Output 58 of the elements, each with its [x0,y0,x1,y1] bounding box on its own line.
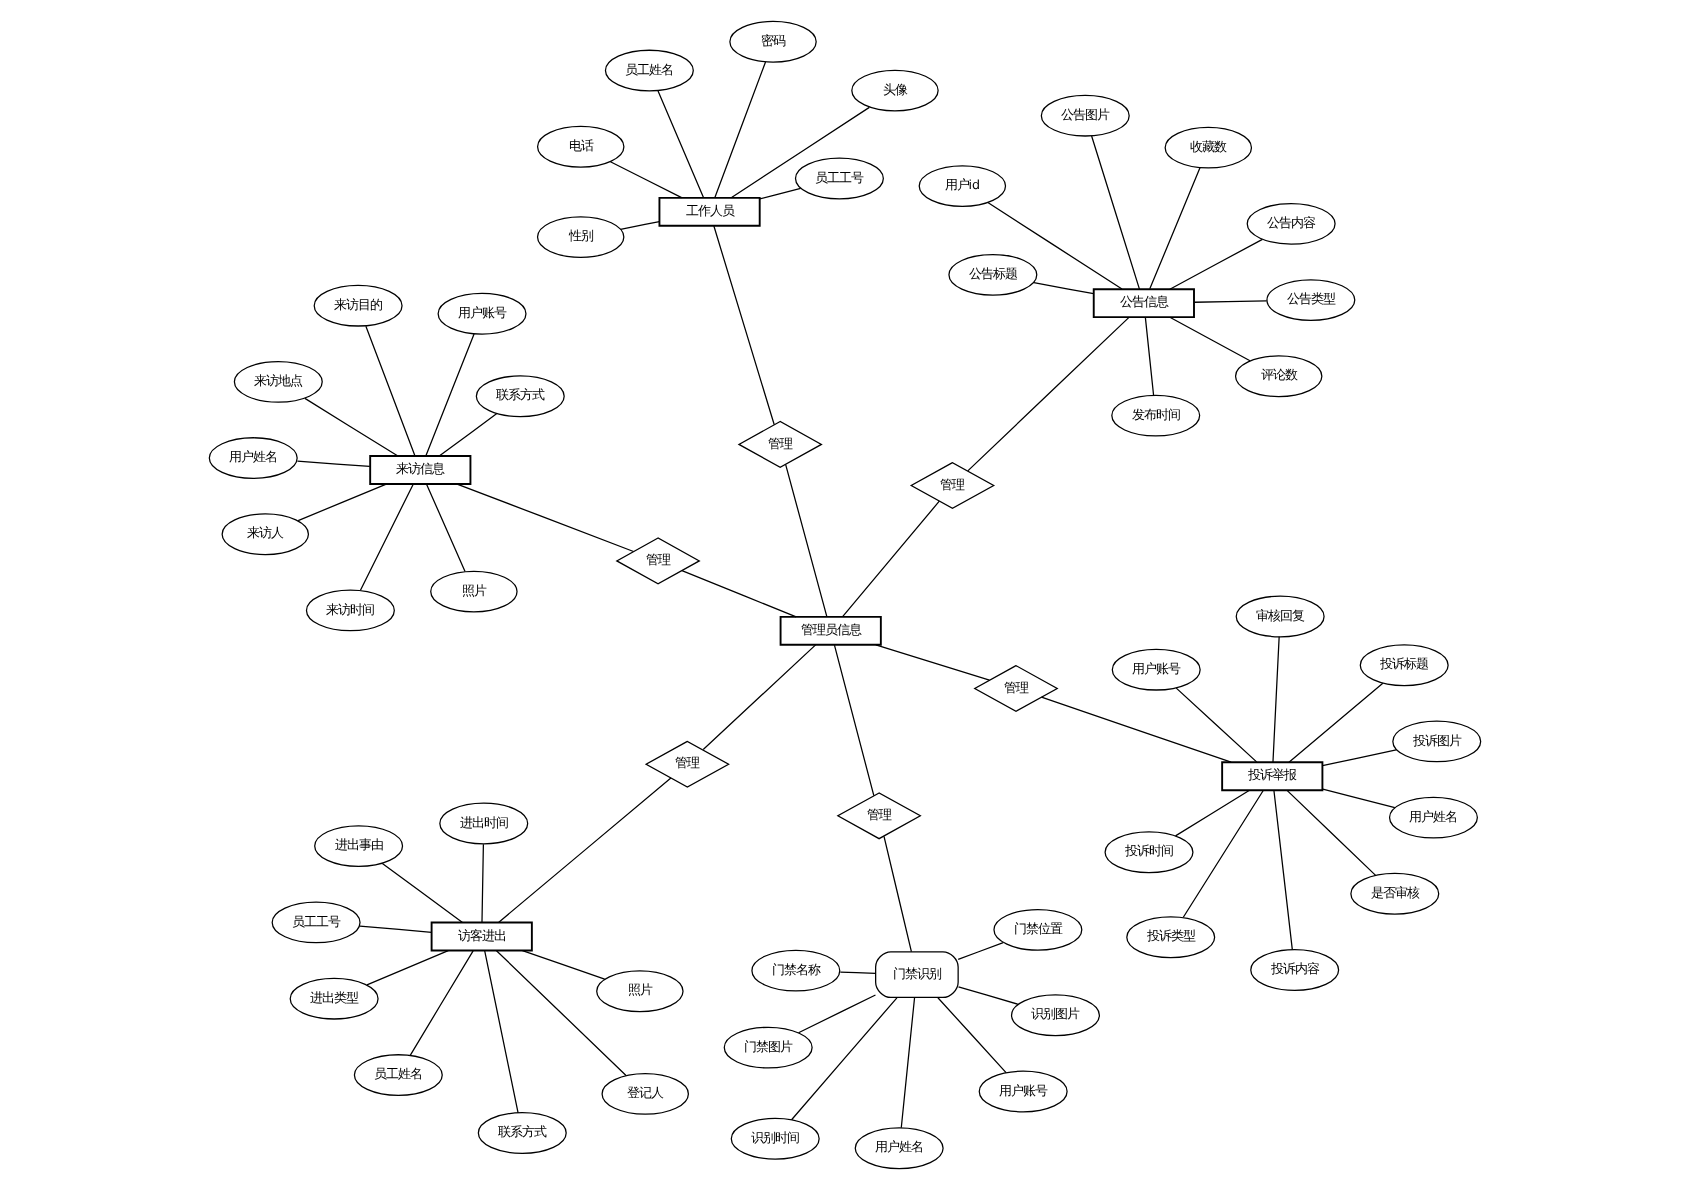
connector [1181,789,1263,918]
connector [832,644,874,797]
connector [1192,300,1267,303]
connector [713,61,766,198]
connector [424,333,474,457]
connector [729,106,869,199]
connector [1039,696,1231,763]
connector [365,950,448,986]
connector [425,483,465,573]
connector [1285,790,1376,877]
connector [608,161,682,199]
connector [408,950,473,1056]
connector [455,483,634,553]
connector [936,997,1006,1074]
connector [956,942,1003,960]
connector [1321,788,1395,809]
connector [1287,682,1383,763]
connector [483,950,518,1114]
connector [496,777,671,924]
connector [796,994,876,1034]
connector [437,412,497,457]
connector [656,90,704,199]
connector [789,997,897,1121]
connector [899,997,915,1129]
connector [841,500,939,617]
connector [1168,316,1250,362]
connector [358,483,413,591]
connector [956,986,1018,1005]
connector [838,971,876,974]
connector [874,644,990,681]
connector [712,225,774,426]
connector [520,950,605,980]
connector [364,325,415,457]
connector [1032,281,1094,295]
connector [1320,749,1396,767]
connector [618,221,659,230]
connector [1168,238,1263,290]
connector [295,460,370,467]
connector [758,187,801,200]
connector [1174,687,1257,763]
connector [480,843,484,923]
connector [1148,167,1200,290]
connector [1272,790,1292,951]
connector [680,569,796,618]
connector [882,835,912,953]
connector [358,925,432,933]
connector [1173,789,1249,837]
connector [1271,636,1279,763]
connector [1143,316,1154,396]
connector [296,483,386,522]
connector [380,862,463,924]
connector [1090,135,1140,290]
connector [303,397,398,457]
connector [966,316,1129,472]
connector [986,201,1122,290]
connector [494,949,626,1077]
connector [701,644,816,751]
connector [784,464,827,618]
